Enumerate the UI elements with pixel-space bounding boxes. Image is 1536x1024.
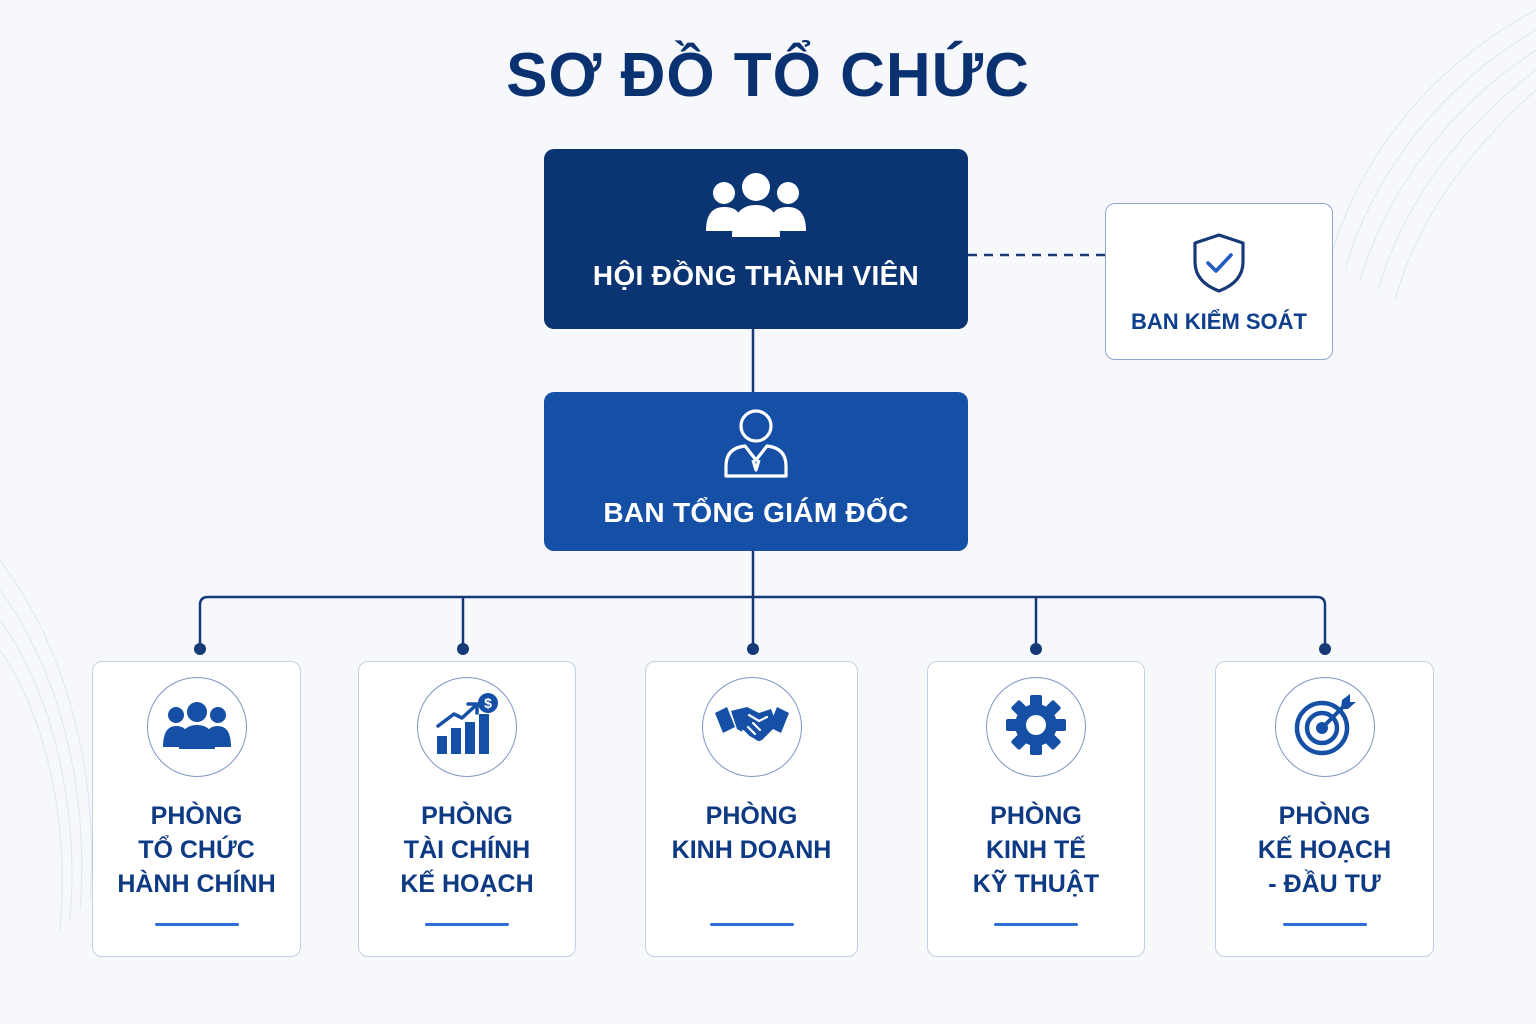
- gear-icon: [1003, 692, 1069, 763]
- supervisory-board-box[interactable]: BAN KIỂM SOÁT: [1105, 203, 1333, 360]
- department-card-economic-technical[interactable]: PHÒNG KINH TẾ KỸ THUẬT: [927, 661, 1145, 957]
- svg-text:$: $: [484, 695, 492, 711]
- accent-underline: [154, 923, 239, 926]
- board-of-members-label: HỘI ĐỒNG THÀNH VIÊN: [592, 260, 920, 291]
- department-label: PHÒNG TÀI CHÍNH KẾ HOẠCH: [400, 802, 534, 898]
- group-icon: [704, 171, 808, 244]
- accent-underline: [709, 923, 794, 926]
- department-icon-circle: $: [417, 677, 517, 777]
- people-icon: [162, 701, 232, 754]
- accent-underline: [425, 923, 509, 926]
- accent-underline: [994, 923, 1078, 926]
- shield-check-icon: [1191, 232, 1247, 299]
- general-directors-label: BAN TỔNG GIÁM ĐỐC: [603, 497, 909, 528]
- department-card-planning-investment[interactable]: PHÒNG KẾ HOẠCH - ĐẦU TƯ: [1215, 661, 1434, 957]
- department-card-admin[interactable]: PHÒNG TỔ CHỨC HÀNH CHÍNH: [92, 661, 301, 957]
- target-icon: [1292, 692, 1358, 763]
- department-icon-circle: [1274, 677, 1375, 777]
- department-card-sales[interactable]: PHÒNG KINH DOANH: [645, 661, 858, 957]
- department-card-finance[interactable]: $ PHÒNG TÀI CHÍNH KẾ HOẠCH: [358, 661, 576, 957]
- accent-underline: [1282, 923, 1367, 926]
- department-label: PHÒNG KINH DOANH: [671, 802, 832, 864]
- page-title: SƠ ĐỒ TỔ CHỨC: [506, 41, 1030, 110]
- department-icon-circle: [701, 677, 802, 777]
- department-icon-circle: [146, 677, 247, 777]
- department-label: PHÒNG KẾ HOẠCH - ĐẦU TƯ: [1257, 802, 1392, 898]
- supervisory-board-label: BAN KIỂM SOÁT: [1131, 309, 1307, 334]
- manager-icon: [723, 408, 789, 483]
- handshake-icon: [713, 701, 791, 754]
- board-of-members-box[interactable]: HỘI ĐỒNG THÀNH VIÊN: [544, 149, 968, 329]
- department-icon-circle: [986, 677, 1086, 777]
- growth-chart-icon: $: [434, 692, 500, 763]
- department-label: PHÒNG TỔ CHỨC HÀNH CHÍNH: [117, 802, 276, 898]
- department-label: PHÒNG KINH TẾ KỸ THUẬT: [972, 802, 1100, 898]
- general-directors-box[interactable]: BAN TỔNG GIÁM ĐỐC: [544, 392, 968, 551]
